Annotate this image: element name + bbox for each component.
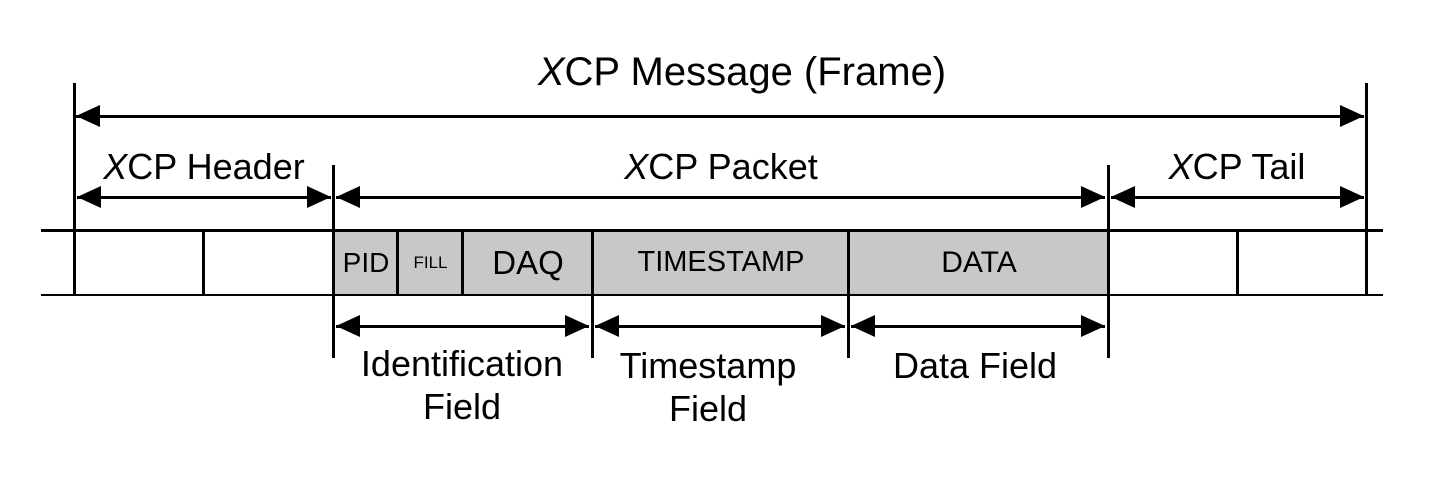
tail-cell-divider-line xyxy=(1235,229,1239,296)
band-top-line xyxy=(41,229,1383,232)
header-packet-boundary-line xyxy=(331,165,335,358)
data-cell: DATA xyxy=(941,245,1017,279)
xcp-tail-extent-arrow xyxy=(1111,185,1364,208)
daq-cell: DAQ xyxy=(492,243,564,281)
title-italic-x: X xyxy=(537,50,565,94)
daq-timestamp-divider-line xyxy=(590,229,594,358)
pid-cell: PID xyxy=(342,246,390,278)
fill-cell: FILL xyxy=(413,252,448,272)
timestamp-field-label: Timestamp Field xyxy=(619,345,797,429)
data-field-label: Data Field xyxy=(892,345,1058,386)
xcp-packet-label: XCP Packet xyxy=(624,146,818,187)
identification-field-label: Identification Field xyxy=(360,343,564,427)
frame-left-boundary-line xyxy=(72,83,76,296)
timestamp-field-extent-arrow xyxy=(595,314,845,337)
band-bottom-line xyxy=(41,293,1383,296)
data-field-extent-arrow xyxy=(851,314,1105,337)
title-text: CP Message (Frame) xyxy=(564,50,947,94)
header-cell-divider-line xyxy=(201,229,205,296)
pid-fill-divider-line xyxy=(395,229,399,296)
identification-field-extent-arrow xyxy=(336,314,589,337)
timestamp-cell: TIMESTAMP xyxy=(637,246,805,278)
xcp-header-extent-arrow xyxy=(77,185,331,208)
xcp-tail-label: XCP Tail xyxy=(1168,146,1306,187)
frame-right-boundary-line xyxy=(1364,83,1368,296)
diagram-title: XCP Message (Frame) xyxy=(442,49,1042,95)
xcp-message-extent-arrow xyxy=(76,104,1364,127)
fill-daq-divider-line xyxy=(460,229,464,296)
xcp-packet-extent-arrow xyxy=(336,185,1105,208)
xcp-header-label: XCP Header xyxy=(103,146,305,187)
packet-tail-boundary-line xyxy=(1106,165,1110,358)
timestamp-data-divider-line xyxy=(846,229,850,358)
